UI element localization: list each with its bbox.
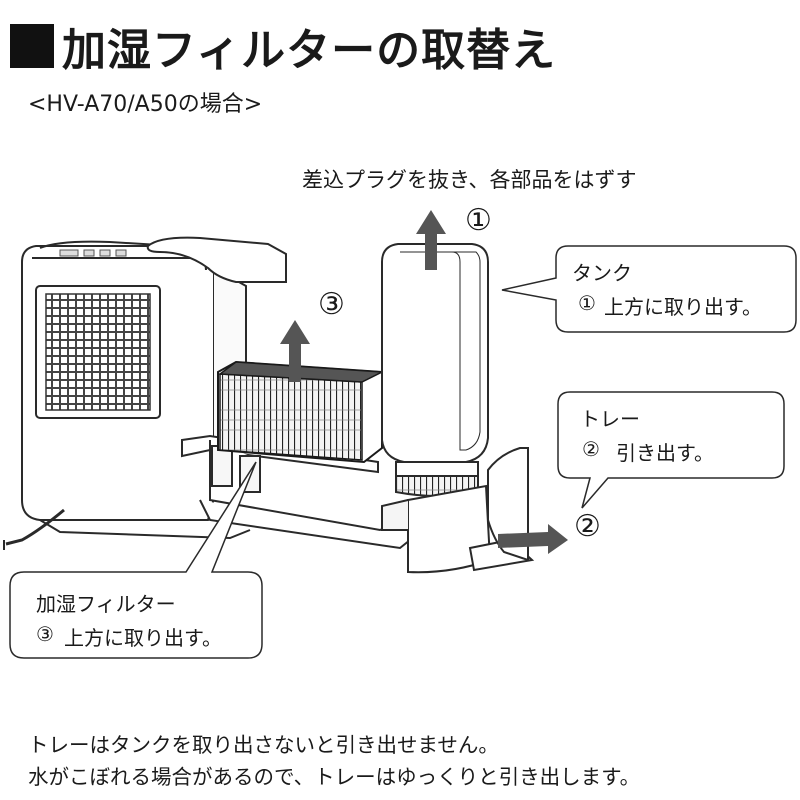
arrow-right-tray-icon <box>498 524 568 554</box>
hand-illustration-right <box>487 447 529 562</box>
filter-callout-text: 上方に取り出す。 <box>64 626 222 650</box>
tray-callout-title: トレー <box>580 407 640 431</box>
step2-marker: ② <box>574 509 601 544</box>
hand-illustration <box>146 236 287 283</box>
tank-callout-step: ① <box>578 291 596 315</box>
power-cord <box>5 508 65 546</box>
callout-filter-bubble <box>9 461 263 659</box>
step1-marker: ① <box>465 203 492 238</box>
callout-tray-bubble <box>557 391 785 509</box>
page-title-text: 加湿フィルターの取替え <box>62 25 557 76</box>
step3-marker: ③ <box>318 287 345 322</box>
note-line-1: トレーはタンクを取り出さないと引き出せません。 <box>28 733 499 757</box>
model-subtitle: <HV-A70/A50の場合> <box>28 92 263 117</box>
filter-callout-title: 加湿フィルター <box>36 592 176 616</box>
black-square-icon <box>10 24 54 68</box>
instruction-text: 差込プラグを抜き、各部品をはずす <box>302 168 637 192</box>
tray-callout-step: ② <box>582 437 600 461</box>
callout-tank-bubble <box>501 245 797 333</box>
water-tank <box>381 243 489 497</box>
tank-callout-title: タンク <box>572 261 632 285</box>
arrow-up-tank-icon <box>416 210 446 270</box>
tray-callout-text: 引き出す。 <box>616 441 714 465</box>
tray <box>381 484 535 574</box>
note-line-2: 水がこぼれる場合があるので、トレーはゆっくりと引き出します。 <box>28 765 641 789</box>
page-title: 加湿フィルターの取替え <box>10 14 556 78</box>
tank-callout-text: 上方に取り出す。 <box>604 295 762 319</box>
filter-callout-step: ③ <box>36 622 54 646</box>
arrow-up-filter-icon <box>280 320 310 382</box>
